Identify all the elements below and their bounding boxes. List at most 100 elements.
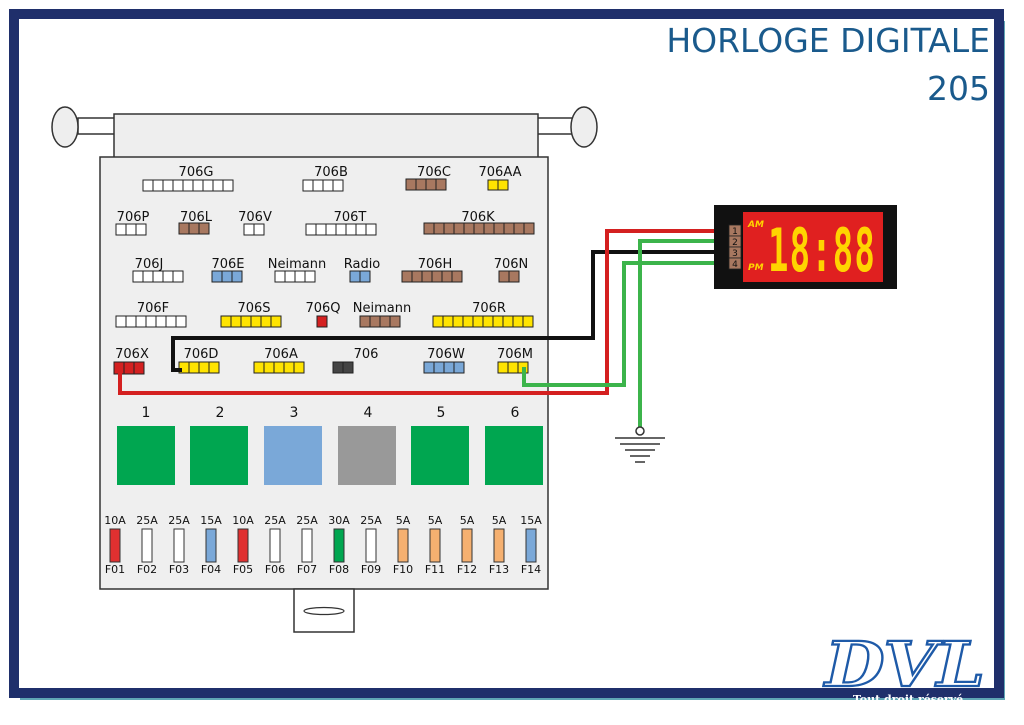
fuse-body (301, 528, 313, 563)
logo-rights: Tout droit réservé (853, 693, 963, 706)
connector-pin (165, 315, 177, 328)
clock-pm-label: PM (748, 263, 764, 273)
connector-block (142, 179, 234, 192)
bottom-tab (293, 588, 355, 633)
connector-pin (507, 361, 519, 374)
connector-pin (240, 315, 252, 328)
connector-pin (145, 315, 157, 328)
connector-block (115, 315, 187, 328)
fuse-id: F11 (425, 563, 445, 576)
connector-block (423, 222, 535, 235)
connector-pin (462, 315, 474, 328)
connector-pin (221, 270, 233, 283)
connector-pin (222, 179, 234, 192)
fuse-body (429, 528, 441, 563)
fuse-id: F13 (489, 563, 509, 576)
connector-pin (123, 361, 135, 375)
fuse-id: F04 (201, 563, 221, 576)
fuse-body (525, 528, 537, 563)
fuse-body (269, 528, 281, 563)
connector-pin (188, 222, 200, 235)
connector-label: 706S (237, 301, 270, 316)
red-wire (118, 229, 728, 395)
fuse-body (397, 528, 409, 563)
connector-pin (433, 361, 445, 374)
connector-pin (483, 222, 495, 235)
connector-block (423, 361, 465, 374)
fuse-id: F14 (521, 563, 541, 576)
connector-pin (497, 179, 509, 191)
connector-block (316, 315, 328, 328)
connector-pin (335, 223, 347, 236)
connector-pin (132, 270, 144, 283)
logo-text: DVL (823, 628, 985, 701)
connector-pin (379, 315, 391, 328)
fuse-rating: 25A (264, 514, 286, 527)
relay-block (485, 426, 543, 485)
connector-pin (188, 361, 200, 374)
connector-pin (175, 315, 187, 328)
connector-label: 706AA (479, 165, 522, 180)
clock-pins: 1 2 3 4 (728, 224, 742, 270)
connector-pin (513, 222, 525, 235)
connector-pin (503, 222, 515, 235)
connector-pin (263, 361, 275, 374)
connector-block (115, 223, 147, 236)
connector-pin (198, 361, 210, 374)
fuse-rating: 25A (136, 514, 158, 527)
relay-block (338, 426, 396, 485)
connector-pin (230, 315, 242, 328)
fuse-id: F09 (361, 563, 381, 576)
connector-pin (332, 361, 344, 374)
ground-symbol (615, 426, 665, 463)
connector-pin (473, 222, 485, 235)
connector-block (178, 361, 220, 374)
connector-block (113, 361, 145, 375)
connector-pin (359, 270, 371, 283)
connector-pin (359, 315, 371, 328)
connector-label: 706F (137, 301, 169, 316)
fuse-rating: 15A (520, 514, 542, 527)
relay-label: 5 (437, 405, 446, 421)
connector-pin (212, 179, 224, 192)
connector-label: 706 (354, 347, 379, 362)
connector-block (405, 178, 447, 191)
relay-label: 4 (364, 405, 373, 421)
connector-block (132, 270, 184, 283)
connector-pin (325, 223, 337, 236)
connector-pin (162, 270, 174, 283)
connector-pin (220, 315, 232, 328)
connector-pin (274, 270, 286, 283)
fuse-body (237, 528, 249, 563)
fuse-body (205, 528, 217, 563)
connector-pin (152, 270, 164, 283)
connector-label: 706H (418, 257, 453, 272)
connector-label: 706X (115, 347, 149, 362)
connector-pin (312, 179, 324, 192)
fuse-body (173, 528, 185, 563)
fuse-id: F12 (457, 563, 477, 576)
connector-pin (135, 315, 147, 328)
wiring (118, 229, 728, 430)
connector-pin (442, 315, 454, 328)
fuse-id: F02 (137, 563, 157, 576)
fuse-id: F07 (297, 563, 317, 576)
relay-block (190, 426, 248, 485)
connector-pin (453, 222, 465, 235)
connector-label: 706B (314, 165, 348, 180)
connector-pin (345, 223, 357, 236)
fuse-rating: 30A (328, 514, 350, 527)
connector-label: 706L (180, 210, 213, 225)
title-line2: 205 (927, 69, 990, 108)
connector-label: 706K (461, 210, 495, 225)
connector-pin (115, 223, 127, 236)
connector-pin (508, 270, 520, 283)
connector-block (349, 270, 371, 283)
connector-label: 706R (472, 301, 506, 316)
dvl-logo: DVL Tout droit réservé (822, 627, 986, 706)
digital-clock: 1 2 3 4 AM PM 18:88 (714, 205, 897, 289)
connector-label: 706P (117, 210, 150, 225)
relay-block (117, 426, 175, 485)
connector-pin (425, 178, 437, 191)
